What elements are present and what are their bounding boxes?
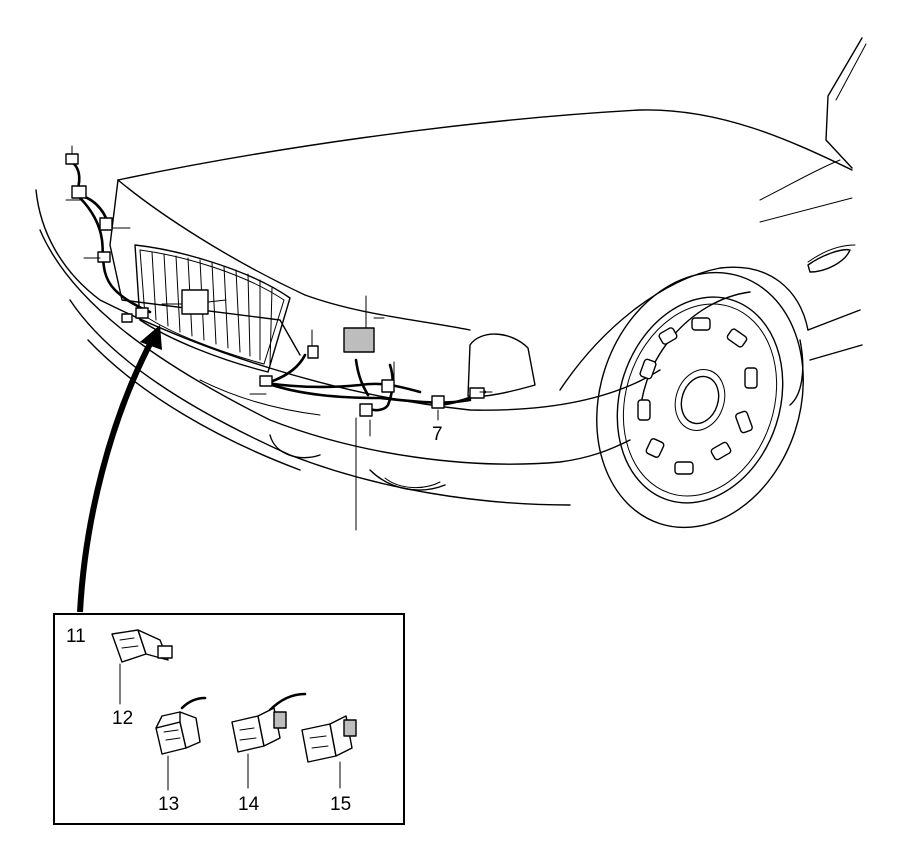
front-wheel (596, 271, 804, 529)
callout-7: 7 (432, 424, 443, 445)
connector-left-4 (135, 307, 149, 319)
connector-12 (111, 629, 173, 663)
connector-left-1 (71, 185, 87, 199)
connector-left-5 (121, 313, 133, 323)
connector-left-3 (97, 251, 111, 263)
connector-right-1 (431, 395, 445, 409)
callout-14: 14 (238, 794, 260, 815)
detail-arrow (77, 325, 162, 613)
grille-badge (181, 289, 209, 315)
wheel-vents (637, 317, 758, 475)
harness-connectors (65, 153, 485, 417)
connector-14 (231, 707, 287, 753)
callout-13: 13 (158, 794, 179, 815)
callout-11: 11 (66, 626, 86, 647)
front-grille (134, 244, 291, 373)
connector-15 (301, 715, 357, 763)
connector-left-2 (99, 217, 113, 231)
connector-center-2 (359, 403, 373, 417)
connector-center-left (259, 375, 273, 387)
callout-12: 12 (112, 708, 133, 729)
detail-inset: 11 12 13 14 15 (53, 613, 405, 825)
connector-top-left (65, 153, 79, 165)
connector-center-3 (381, 379, 395, 393)
leader-lines (65, 145, 493, 531)
inset-harness (158, 646, 364, 727)
connector-13 (155, 711, 201, 755)
connector-headlight (469, 387, 485, 399)
relay-box (343, 327, 375, 353)
callout-15: 15 (330, 794, 351, 815)
car-body (35, 37, 867, 506)
connector-center-1 (307, 345, 319, 359)
